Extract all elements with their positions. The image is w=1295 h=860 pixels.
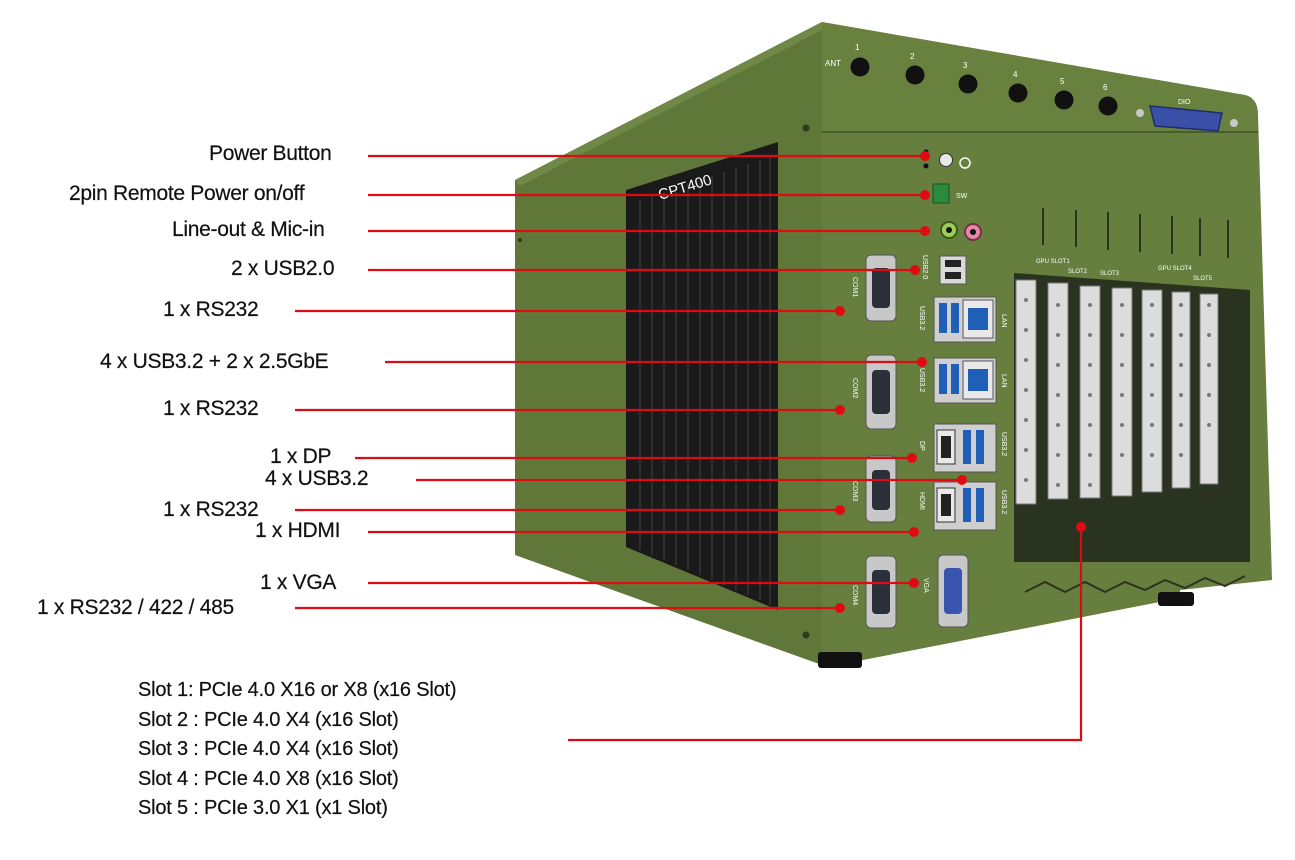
bottom-vent (1024, 575, 1246, 594)
antenna-number: 5 (1060, 77, 1065, 86)
antenna-number: 4 (1013, 70, 1018, 79)
slot4-label: GPU SLOT4 (1158, 266, 1192, 272)
callout-remote-power: 2pin Remote Power on/off (69, 182, 305, 205)
callout-usb32: 4 x USB3.2 (265, 467, 369, 490)
lan-label: LAN (1000, 314, 1007, 328)
chassis-foot (1158, 592, 1194, 606)
com2-label: COM2 (851, 378, 858, 398)
dio-label: DIO (1178, 99, 1191, 106)
callout-rs232-com2: 1 x RS232 (163, 397, 259, 420)
usb32-label: USB3.2 (918, 368, 925, 392)
usb32-label: USB3.2 (1000, 432, 1007, 456)
callout-dp: 1 x DP (270, 445, 332, 468)
callout-rs232-com3: 1 x RS232 (163, 498, 259, 521)
vga-port (937, 554, 969, 628)
pcie-bracket (1015, 279, 1219, 505)
antenna-number: 3 (963, 61, 968, 70)
vga-label: VGA (922, 578, 929, 593)
usb32-label: USB3.2 (918, 306, 925, 330)
antenna-number: 2 (910, 52, 915, 61)
antenna-label: ANT (825, 59, 841, 68)
lan-label: LAN (1000, 374, 1007, 388)
dp-label: DP (918, 441, 925, 451)
usb32-label: USB3.2 (1000, 490, 1007, 514)
slot3-label: SLOT3 (1100, 271, 1120, 277)
dio-connector (1149, 105, 1223, 132)
callout-lines (295, 154, 1083, 742)
callout-dots (835, 151, 1086, 613)
hdmi-label: HDMI (918, 492, 925, 510)
com3-label: COM3 (851, 481, 858, 501)
com-ports (865, 254, 897, 629)
slot5-label: SLOT5 (1193, 276, 1213, 282)
dp-usb32-block (933, 423, 997, 473)
pcie-slot-list: Slot 1: PCIe 4.0 X16 or X8 (x16 Slot) Sl… (138, 676, 457, 824)
slot-dividers (1042, 208, 1229, 258)
usb20-label: USB2.0 (921, 255, 928, 279)
slot-spec: Slot 1: PCIe 4.0 X16 or X8 (x16 Slot) (138, 679, 457, 701)
remote-power-terminal (932, 183, 950, 204)
antenna-holes (850, 57, 1118, 116)
bracket-vent-holes (1024, 298, 1211, 487)
com1-label: COM1 (851, 277, 858, 297)
usb32-lan-block (933, 296, 997, 404)
power-button (939, 153, 953, 167)
power-icon (959, 157, 971, 169)
slot2-label: SLOT2 (1068, 269, 1088, 275)
callout-audio: Line-out & Mic-in (172, 218, 325, 241)
hdmi-usb32-block (933, 481, 997, 531)
com4-label: COM4 (851, 585, 858, 605)
callout-hdmi: 1 x HDMI (255, 519, 341, 542)
slot-spec: Slot 2 : PCIe 4.0 X4 (x16 Slot) (138, 708, 399, 731)
sw-label: SW (956, 193, 968, 200)
chassis-foot (818, 652, 862, 668)
callout-power-button: Power Button (209, 142, 332, 165)
callout-rs232-com4: 1 x RS232 / 422 / 485 (37, 596, 234, 619)
antenna-number: 6 (1103, 83, 1108, 92)
callout-vga: 1 x VGA (260, 571, 337, 594)
slot1-label: GPU SLOT1 (1036, 259, 1070, 265)
slot-spec: Slot 5 : PCIe 3.0 X1 (x1 Slot) (138, 797, 388, 820)
antenna-number: 1 (855, 43, 860, 52)
callout-usb32-lan: 4 x USB3.2 + 2 x 2.5GbE (100, 350, 329, 373)
callout-rs232-com1: 1 x RS232 (163, 298, 259, 321)
slot-spec: Slot 3 : PCIe 4.0 X4 (x16 Slot) (138, 738, 399, 761)
slot-spec: Slot 4 : PCIe 4.0 X8 (x16 Slot) (138, 767, 399, 790)
callout-usb20: 2 x USB2.0 (231, 257, 335, 280)
heatsink-vent (626, 142, 778, 610)
